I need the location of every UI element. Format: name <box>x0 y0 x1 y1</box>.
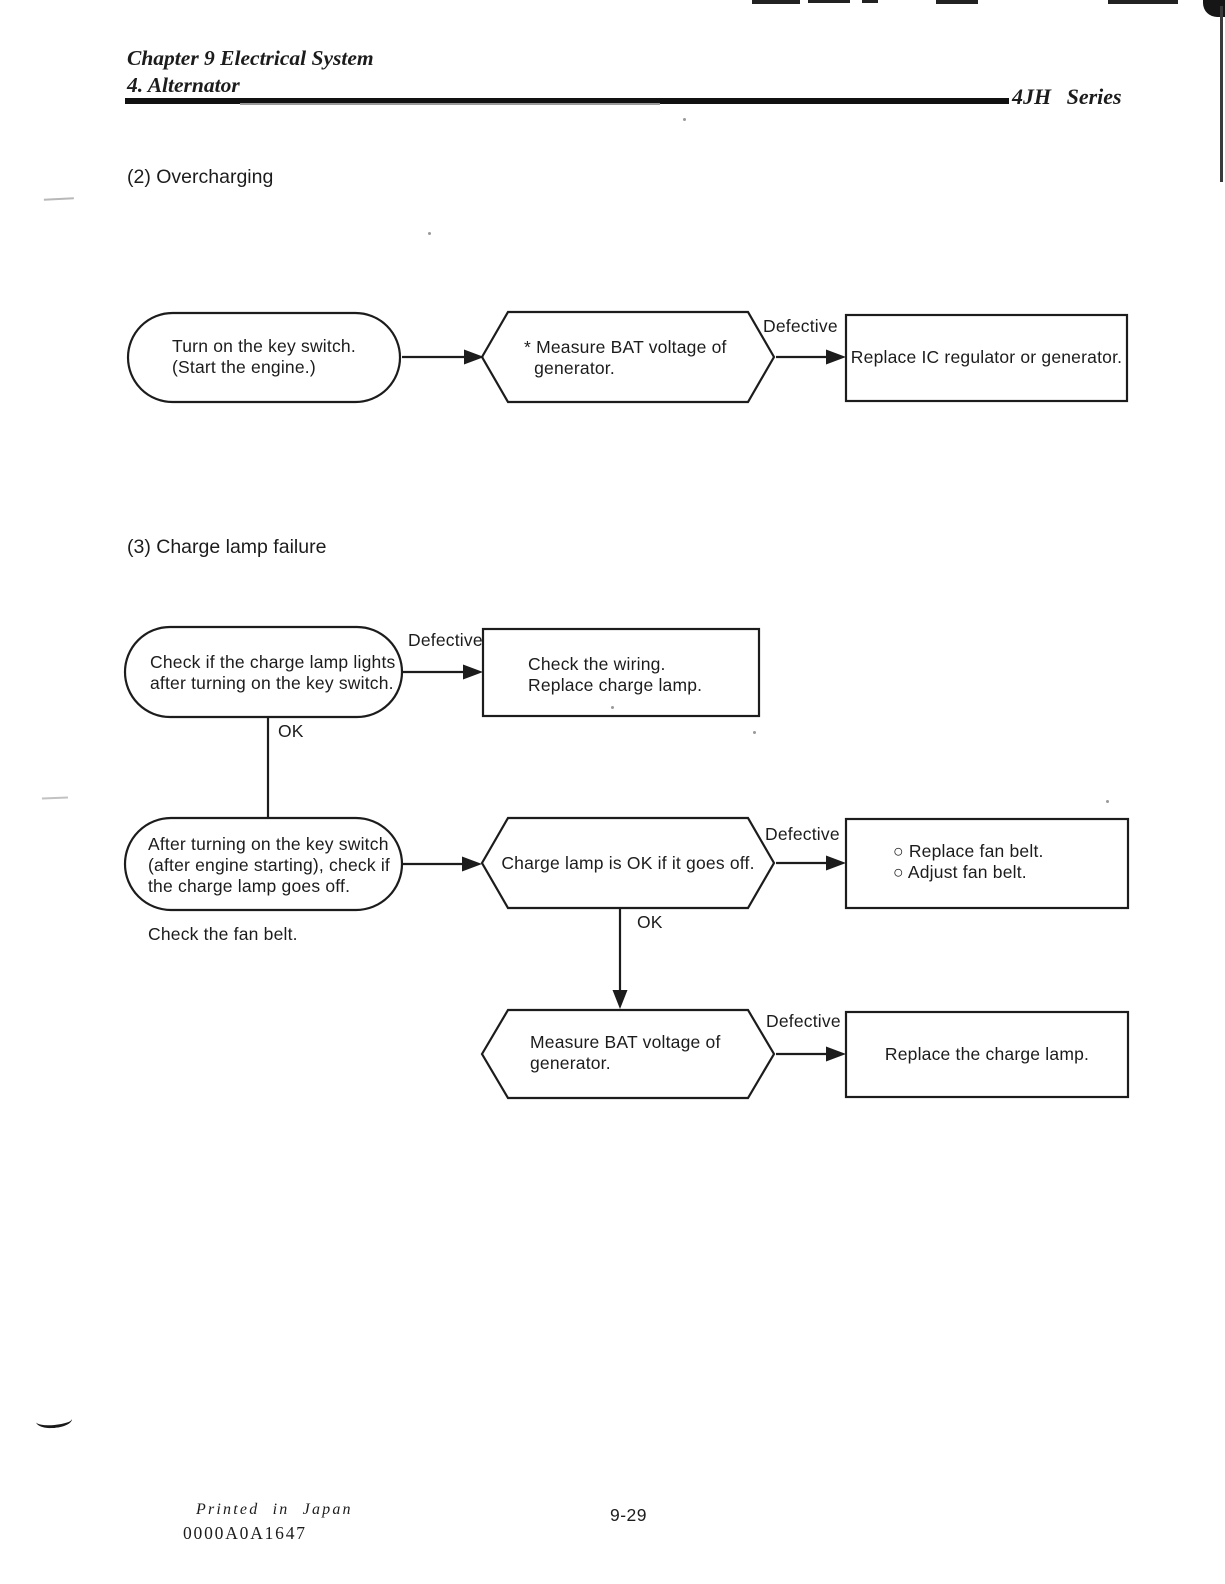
header-rule-shadow <box>240 103 660 105</box>
flow3-defective3-label: Defective <box>766 1011 841 1031</box>
flow3-action1-box <box>481 627 761 718</box>
section-title: 4. Alternator <box>127 73 240 97</box>
flow2-defective-label: Defective <box>763 316 838 336</box>
scan-artifact-dash <box>808 0 850 3</box>
print-code: 0000A0A1647 <box>183 1523 307 1543</box>
flow3-check2-hexagon <box>480 816 776 910</box>
flow3-fan-belt-note: Check the fan belt. <box>148 924 298 944</box>
flow3-action2-text: ○ Replace fan belt. ○ Adjust fan belt. <box>893 841 1044 882</box>
flow3-arrow1-head <box>463 664 483 680</box>
flow2-action-box <box>844 313 1129 403</box>
flow3-action3-box <box>844 1010 1130 1099</box>
flow3-check3-hexagon <box>480 1008 776 1100</box>
heading-overcharging: (2) Overcharging <box>127 166 274 188</box>
scan-speck <box>611 706 614 709</box>
flow2-start-text: Turn on the key switch. (Start the engin… <box>172 336 356 377</box>
flow2-check-text: * Measure BAT voltage of generator. <box>524 337 727 378</box>
header-rule <box>125 98 1009 104</box>
flow3-action3-text: Replace the charge lamp. <box>884 1044 1090 1064</box>
flow3-step1-text: Check if the charge lamp lights after tu… <box>150 652 396 693</box>
scan-speck <box>753 731 756 734</box>
scan-speck <box>1106 800 1109 803</box>
flow3-arrow3-head <box>826 855 846 871</box>
series-label: 4JH Series <box>1012 84 1122 109</box>
scan-artifact-dash <box>752 0 800 4</box>
flow2-action-text: Replace IC regulator or generator. <box>850 347 1123 367</box>
flow3-check2-text: Charge lamp is OK if it goes off. <box>501 853 755 873</box>
flow3-step1-terminal <box>123 625 404 719</box>
flow3-down-arrow-head <box>612 990 628 1009</box>
flow3-arrow2-head <box>462 856 482 872</box>
chapter-title: Chapter 9 Electrical System <box>127 46 374 70</box>
flow3-arrow4-head <box>826 1046 846 1062</box>
scan-artifact-edge-line <box>1220 6 1223 182</box>
flow3-ok2-label: OK <box>637 912 663 932</box>
scan-artifact-dash <box>936 0 978 4</box>
scan-speck <box>683 118 686 121</box>
flow2-start-terminal <box>126 311 402 404</box>
flow3-action1-text: Check the wiring. Replace charge lamp. <box>528 654 703 695</box>
flow2-arrow2-head <box>826 349 846 365</box>
scan-speck <box>428 232 431 235</box>
flow3-defective1-label: Defective <box>408 630 483 650</box>
flow3-check3-text: Measure BAT voltage of generator. <box>530 1032 721 1073</box>
flow3-step2-text: After turning on the key switch (after e… <box>148 834 390 896</box>
flow2-check-hexagon <box>480 310 776 404</box>
scan-artifact-corner <box>1203 0 1225 17</box>
page-number: 9-29 <box>610 1505 648 1525</box>
flow3-action2-box <box>844 817 1130 910</box>
heading-charge-lamp-failure: (3) Charge lamp failure <box>127 536 327 558</box>
flow3-step2-terminal <box>123 816 404 912</box>
scan-artifact-dash <box>1108 0 1178 4</box>
flow3-defective2-label: Defective <box>765 824 840 844</box>
scan-artifact-dash <box>862 0 878 3</box>
flow2-arrow1-head <box>464 349 484 365</box>
flow3-ok1-label: OK <box>278 721 304 741</box>
printed-in-japan-label: Printed in Japan <box>196 1501 353 1518</box>
